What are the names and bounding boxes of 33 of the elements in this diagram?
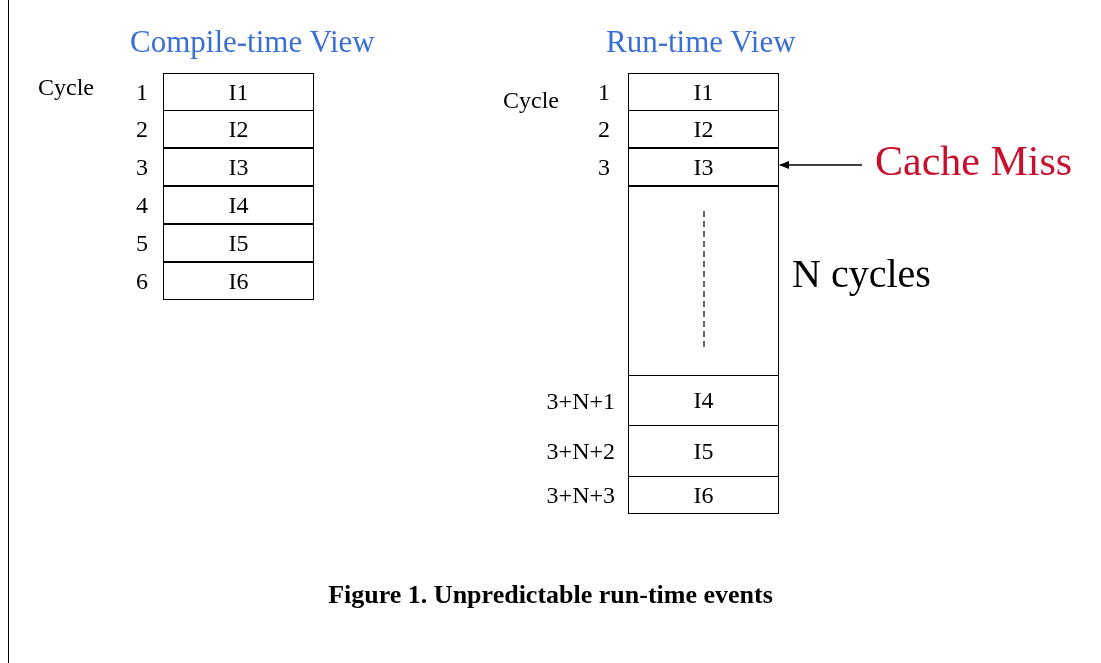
cycle-number: 5: [136, 231, 148, 255]
cycle-number: 2: [136, 117, 148, 141]
instruction-cell: I1: [163, 73, 314, 111]
cycle-number: 6: [136, 269, 148, 293]
instruction-cell: I4: [163, 186, 314, 224]
cycle-number: 1: [136, 80, 148, 104]
figure-caption: Figure 1. Unpredictable run-time events: [327, 582, 774, 608]
arrow: [779, 161, 863, 169]
instruction-cell: I6: [628, 476, 779, 514]
instruction-cell: I1: [628, 73, 779, 111]
instruction-cell: I5: [163, 224, 314, 262]
view-title: Run-time View: [606, 26, 796, 57]
annotation-label: N cycles: [792, 254, 931, 294]
view-title: Compile-time View: [130, 26, 375, 57]
cycle-number: 3: [136, 155, 148, 179]
stall-cell: [628, 186, 779, 376]
instruction-cell: I6: [163, 262, 314, 300]
axis-label: Cycle: [503, 88, 559, 112]
cycle-number: 3+N+3: [546, 483, 615, 507]
instruction-cell: I4: [628, 375, 779, 426]
instruction-cell: I5: [628, 425, 779, 477]
cycle-number: 2: [598, 117, 610, 141]
cycle-number: 3+N+2: [546, 439, 615, 463]
cycle-number: 3+N+1: [546, 388, 615, 413]
instruction-cell: I3: [628, 148, 779, 186]
annotation-label: Cache Miss: [875, 140, 1073, 182]
cycle-number: 3: [598, 155, 610, 179]
cycle-number: 1: [598, 80, 610, 104]
cycle-number: 4: [136, 193, 148, 217]
instruction-cell: I2: [163, 110, 314, 148]
instruction-cell: I3: [163, 148, 314, 186]
instruction-cell: I2: [628, 110, 779, 148]
axis-label: Cycle: [38, 75, 94, 99]
